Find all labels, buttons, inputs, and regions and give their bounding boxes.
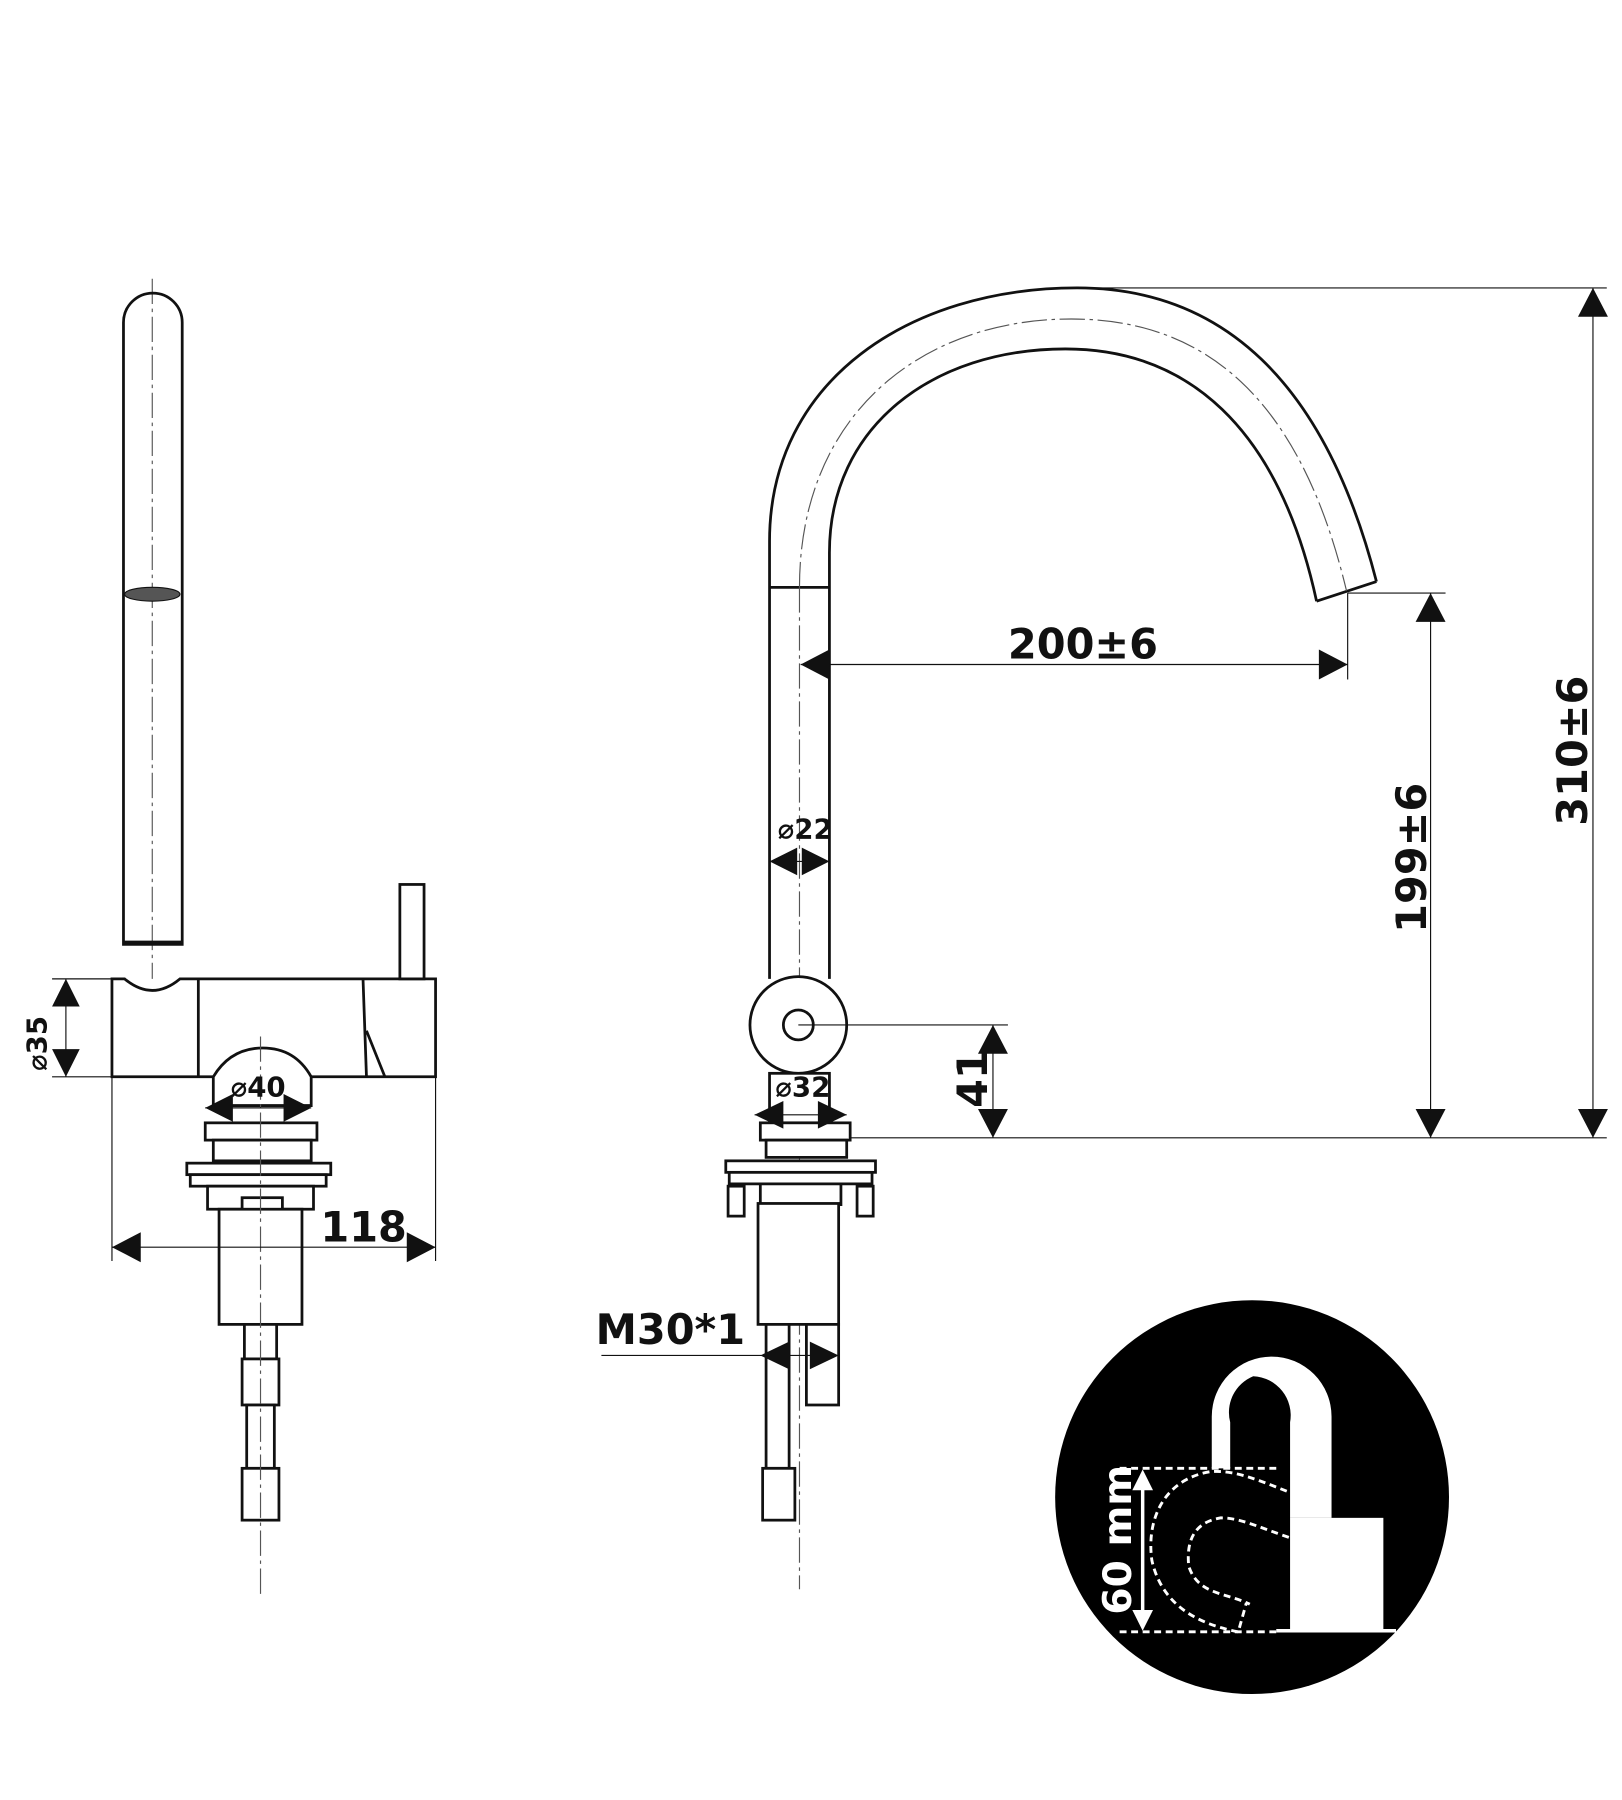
dimension-118: 118 (111, 1076, 437, 1263)
front-shank (756, 1202, 841, 1326)
front-view: 200±6 199±6 310±6 41 ⌀22 ⌀32 M30*1 (596, 286, 1608, 1590)
dimension-thread: M30*1 (596, 1306, 839, 1370)
clearance-badge: 60 mm (1055, 1300, 1450, 1695)
dimension-diameter-40: ⌀40 (205, 1070, 312, 1122)
dimension-199: 199±6 (1347, 592, 1446, 1138)
label-clearance: 60 mm (1096, 1465, 1141, 1615)
dimension-diameter-22: ⌀22 (769, 812, 833, 876)
side-lever (398, 883, 426, 981)
aerator (124, 586, 181, 602)
dimension-310: 310±6 (1077, 287, 1608, 1138)
dimension-diameter-32: ⌀32 (754, 1070, 847, 1129)
dimension-41: 41 (798, 1024, 1008, 1138)
spout-inner (828, 347, 1318, 979)
label-diameter-40: ⌀40 (231, 1070, 286, 1103)
label-310: 310±6 (1549, 676, 1597, 826)
dome (211, 1046, 313, 1107)
label-41: 41 (949, 1050, 997, 1108)
label-diameter-35: ⌀35 (20, 1016, 53, 1071)
label-200: 200±6 (1008, 621, 1158, 669)
spout-outer (768, 286, 1378, 979)
side-spout-tube (122, 291, 184, 946)
label-diameter-32: ⌀32 (775, 1070, 830, 1103)
side-view: ⌀35 ⌀40 118 (20, 278, 437, 1596)
label-199: 199±6 (1388, 783, 1436, 933)
label-118: 118 (320, 1203, 407, 1251)
side-body (110, 977, 437, 1079)
label-diameter-22: ⌀22 (778, 812, 833, 845)
dimension-diameter-35: ⌀35 (20, 978, 112, 1078)
dimension-200: 200±6 (800, 593, 1349, 680)
label-thread: M30*1 (596, 1306, 745, 1354)
